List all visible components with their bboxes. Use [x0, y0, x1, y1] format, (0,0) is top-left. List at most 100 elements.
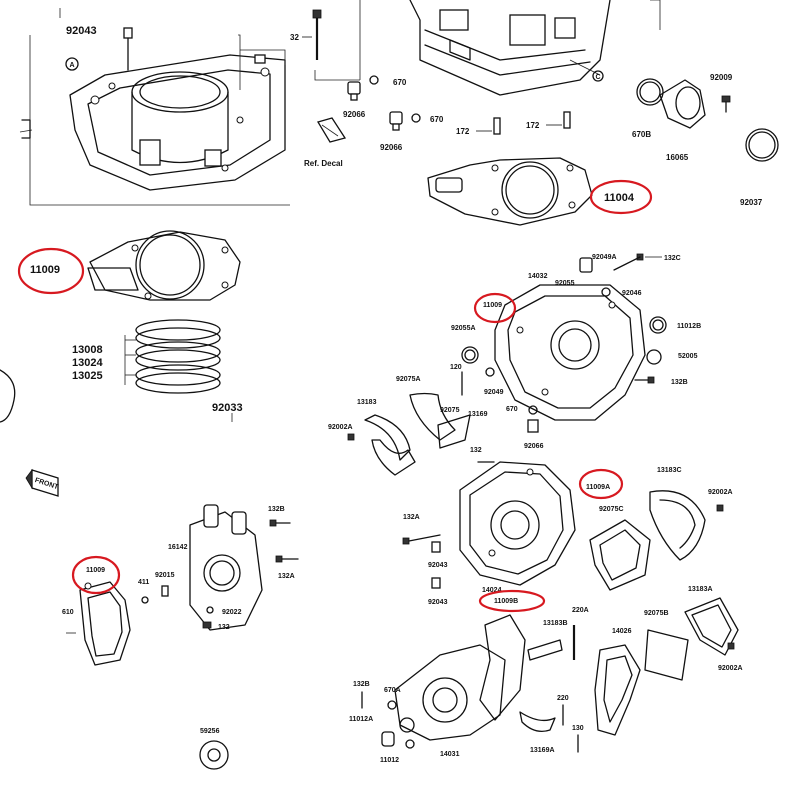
- label-92075: 92075: [440, 407, 460, 414]
- screw-92009-top: [721, 95, 731, 113]
- bolt-132b-right: [634, 376, 655, 384]
- seal-11012b: [649, 316, 667, 334]
- label-92022: 92022: [222, 609, 242, 616]
- label-132b-pump: 132B: [268, 506, 285, 513]
- label-13183b: 13183B: [543, 620, 568, 627]
- label-13169: 13169: [468, 411, 488, 418]
- label-92049: 92049: [484, 389, 504, 396]
- screw-92002a-right: [716, 504, 724, 512]
- oring-670a: [387, 700, 397, 710]
- dowel-92043-low: [431, 577, 441, 589]
- oring-670-b: [411, 113, 421, 123]
- plate-13183a: [684, 597, 739, 656]
- plate-92075c: [589, 519, 651, 591]
- water-pump-body-16142: [189, 504, 263, 631]
- dowel-92043-mid: [431, 541, 441, 553]
- label-132b-right: 132B: [671, 379, 688, 386]
- water-pump-gasket: [79, 581, 131, 666]
- highlight-11009b: [478, 589, 546, 613]
- label-c: C: [596, 74, 601, 81]
- seal-52005: [646, 349, 662, 365]
- bolt-132a-pump: [275, 555, 299, 563]
- label-130: 130: [572, 725, 584, 732]
- label-11004: 11004: [604, 192, 635, 204]
- washer-92022: [206, 606, 214, 614]
- stud-stack: [254, 54, 266, 64]
- label-92043-top: 92043: [66, 25, 97, 37]
- label-220: 220: [557, 695, 569, 702]
- label-14024: 14024: [482, 587, 502, 594]
- label-92046: 92046: [622, 290, 642, 297]
- label-92066-b: 92066: [380, 143, 403, 152]
- label-11009-big: 11009: [30, 264, 60, 276]
- label-59256: 59256: [200, 728, 220, 735]
- label-11009a: 11009A: [586, 484, 610, 491]
- label-92075a: 92075A: [396, 376, 421, 383]
- label-92037: 92037: [740, 198, 763, 207]
- seal-11012a: [399, 717, 415, 733]
- label-610: 610: [62, 609, 74, 616]
- head-gasket-11004: [427, 157, 593, 226]
- highlight-11009a: [578, 468, 624, 500]
- left-cover-14031: [394, 644, 506, 741]
- label-11012b: 11012B: [677, 323, 701, 330]
- cap-top: [579, 257, 593, 273]
- label-92002a-low: 92002A: [718, 665, 743, 672]
- bolt-132a-mid: [402, 534, 441, 545]
- label-13024: 13024: [72, 357, 103, 369]
- pin-172-a: [493, 117, 501, 135]
- label-132a-mid: 132A: [403, 514, 420, 521]
- screw-92002a-left: [347, 433, 355, 441]
- label-92033: 92033: [212, 402, 243, 414]
- oring-670-a: [369, 75, 379, 85]
- label-92055a: 92055A: [451, 325, 476, 332]
- label-172-b: 172: [526, 121, 540, 130]
- plate-13183: [364, 414, 416, 476]
- label-92066-c: 92066: [524, 443, 544, 450]
- label-14026: 14026: [612, 628, 632, 635]
- seal-92055a-inner: [464, 349, 476, 361]
- plate-13183b: [527, 639, 563, 661]
- label-132-mid: 132: [470, 447, 482, 454]
- plug-92066-b: [389, 111, 403, 131]
- label-13183a: 13183A: [688, 586, 713, 593]
- label-92002a-right: 92002A: [708, 489, 733, 496]
- clutch-cover: [459, 461, 576, 586]
- base-gasket-11009: [87, 230, 241, 301]
- plate-92075b: [644, 629, 689, 681]
- ref-decal: [317, 117, 347, 143]
- washer-92049: [485, 367, 495, 377]
- label-132c: 132C: [664, 255, 681, 262]
- label-172-a: 172: [456, 127, 470, 136]
- label-13169a: 13169A: [530, 747, 555, 754]
- cylinder-block: [19, 8, 290, 206]
- label-92009-top: 92009: [710, 73, 733, 82]
- label-120: 120: [450, 364, 462, 371]
- plate-92075: [437, 414, 471, 449]
- cover-92075a: [409, 392, 456, 441]
- label-92049a: 92049A: [592, 254, 617, 261]
- partial-part-left: [0, 369, 16, 423]
- label-92055: 92055: [555, 280, 575, 287]
- callout-a-circle: [65, 57, 79, 71]
- label-13183c: 13183C: [657, 467, 682, 474]
- label-92002a-left: 92002A: [328, 424, 353, 431]
- label-92043-mid: 92043: [428, 562, 448, 569]
- label-92066-a: 92066: [343, 110, 366, 119]
- front-arrow: [25, 468, 59, 497]
- label-132b-low: 132B: [353, 681, 370, 688]
- label-220a: 220A: [572, 607, 589, 614]
- highlight-11009-pump: [71, 555, 121, 595]
- bolt-132-pump: [202, 621, 212, 629]
- plug-92066-c: [527, 419, 539, 433]
- intake-holder-16065: [659, 79, 706, 129]
- oring-670-c: [528, 405, 538, 415]
- clamp-670b-inner: [639, 81, 661, 103]
- pin-172-b: [563, 111, 571, 129]
- washer-bottom: [405, 739, 415, 749]
- sprocket-cover-14026: [594, 644, 641, 736]
- label-132-pump: 132: [218, 624, 230, 631]
- label-670b: 670B: [632, 130, 651, 139]
- highlight-11009-cover: [473, 292, 517, 324]
